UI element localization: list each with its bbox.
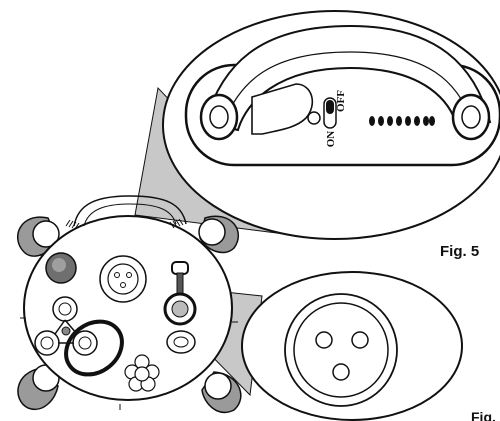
indicator-hole [307, 111, 321, 125]
switch-off-label: OFF [335, 90, 347, 112]
figure-label-cut: Fig. 5 [471, 409, 500, 421]
xlr-socket-inner [107, 263, 139, 295]
connector-cap [166, 330, 196, 354]
led-indicator-row [369, 116, 435, 126]
xlr-detail-pin-1 [315, 331, 333, 349]
control-dial-highlight [52, 258, 66, 272]
device-body [17, 195, 242, 413]
lobe-wheel [34, 296, 98, 356]
rim-ticks [20, 317, 238, 410]
oval-gasket [64, 319, 124, 377]
device-handle-inner [83, 203, 177, 227]
xlr-detail-pin-3 [332, 363, 350, 381]
xlr-pin-1 [114, 272, 120, 278]
power-switch-knob [326, 100, 334, 114]
corner-knob-tl [32, 220, 60, 248]
grip-texture-right [169, 218, 184, 229]
connector-slot [171, 261, 189, 275]
handle-mount-left-hole [209, 105, 229, 129]
device-handle [73, 195, 187, 227]
corner-knob-tr [198, 218, 226, 246]
xlr-detail-pin-2 [351, 331, 369, 349]
xlr-pin-2 [126, 272, 132, 278]
socket-detail-callout [241, 271, 463, 421]
xlr-pin-3 [120, 282, 126, 288]
compartment-cover [251, 83, 314, 135]
connector-jack [171, 300, 189, 318]
xlr-detail-inner [293, 302, 389, 398]
flower-knob [124, 354, 160, 392]
switch-on-label: ON [325, 131, 337, 148]
corner-knob-br [204, 372, 232, 400]
grip-texture-left [65, 219, 80, 230]
carry-handle-inner [223, 51, 473, 123]
figure-label: Fig. 5 [440, 243, 480, 260]
carry-handle-outer [203, 24, 492, 132]
handle-mount-right-hole [461, 105, 481, 129]
handle-detail-callout: OFF ON [162, 10, 500, 240]
connector-cable [176, 272, 184, 296]
connector-cap-inner [173, 336, 189, 348]
